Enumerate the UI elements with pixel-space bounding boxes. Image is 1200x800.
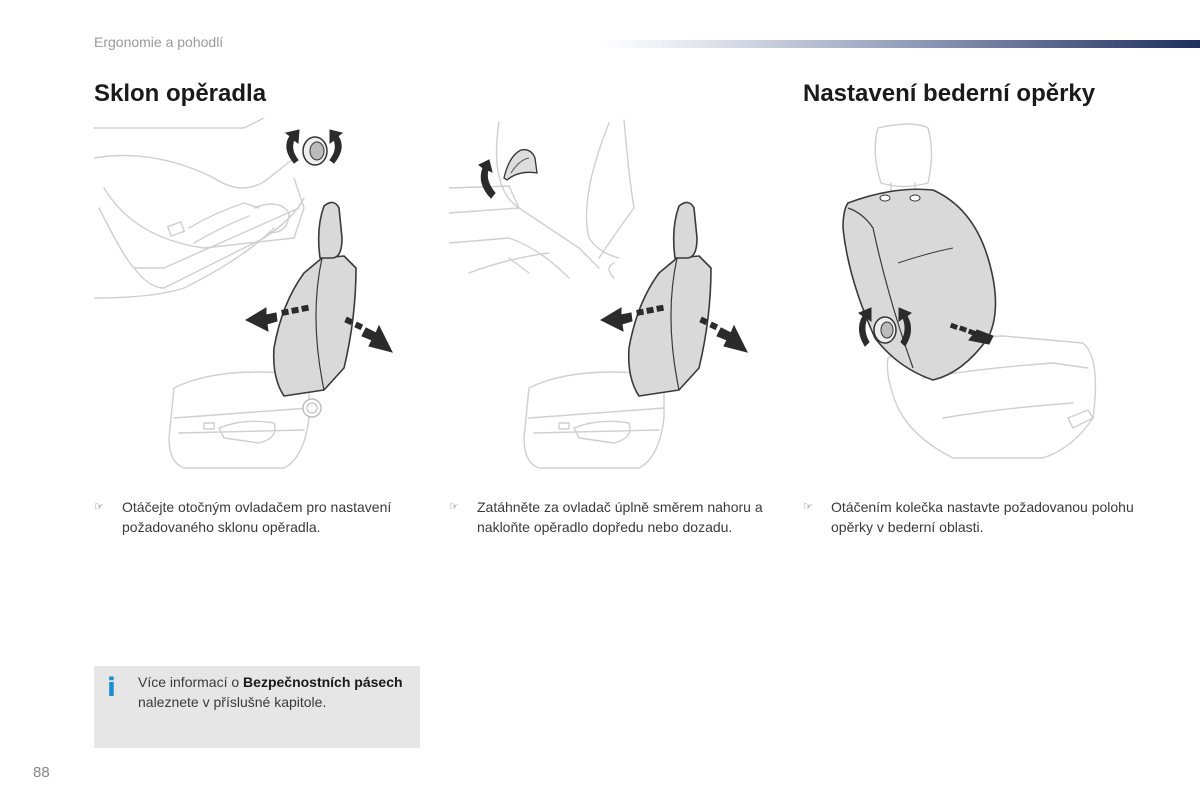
info-text: Více informací o Bezpečnostních pásech n…	[138, 672, 413, 712]
info-icon: i	[107, 673, 116, 703]
pointing-hand-icon: ☞	[94, 500, 104, 513]
illustration-lumbar-wheel	[842, 123, 1097, 459]
instruction-text: Otáčejte otočným ovladačem pro nastavení…	[122, 499, 392, 535]
info-box: i Více informací o Bezpečnostních pásech…	[94, 666, 420, 748]
instruction-item-rotary-knob: ☞ Otáčejte otočným ovladačem pro nastave…	[94, 497, 452, 537]
section-title-backrest-tilt: Sklon opěradla	[94, 80, 267, 107]
illustration-rotary-knob-recline	[94, 118, 393, 469]
info-text-before: Více informací o	[138, 674, 244, 690]
header-section-label: Ergonomie a pohodlí	[94, 34, 224, 50]
page-number: 88	[33, 764, 50, 781]
instruction-text: Zatáhněte za ovladač úplně směrem nahoru…	[477, 499, 763, 535]
instruction-item-lumbar: ☞ Otáčením kolečka nastavte požadovanou …	[803, 497, 1161, 537]
pointing-hand-icon: ☞	[803, 500, 813, 513]
pointing-hand-icon: ☞	[449, 500, 459, 513]
section-title-lumbar-support: Nastavení bederní opěrky	[803, 80, 1096, 107]
info-text-bold: Bezpečnostních pásech	[243, 674, 403, 690]
info-text-after: naleznete v příslušné kapitole.	[138, 694, 327, 710]
instruction-item-lever: ☞ Zatáhněte za ovladač úplně směrem naho…	[449, 497, 797, 537]
illustration-lever-recline	[449, 119, 748, 469]
header-gradient-bar	[600, 40, 1200, 48]
instruction-text: Otáčením kolečka nastavte požadovanou po…	[831, 499, 1134, 535]
